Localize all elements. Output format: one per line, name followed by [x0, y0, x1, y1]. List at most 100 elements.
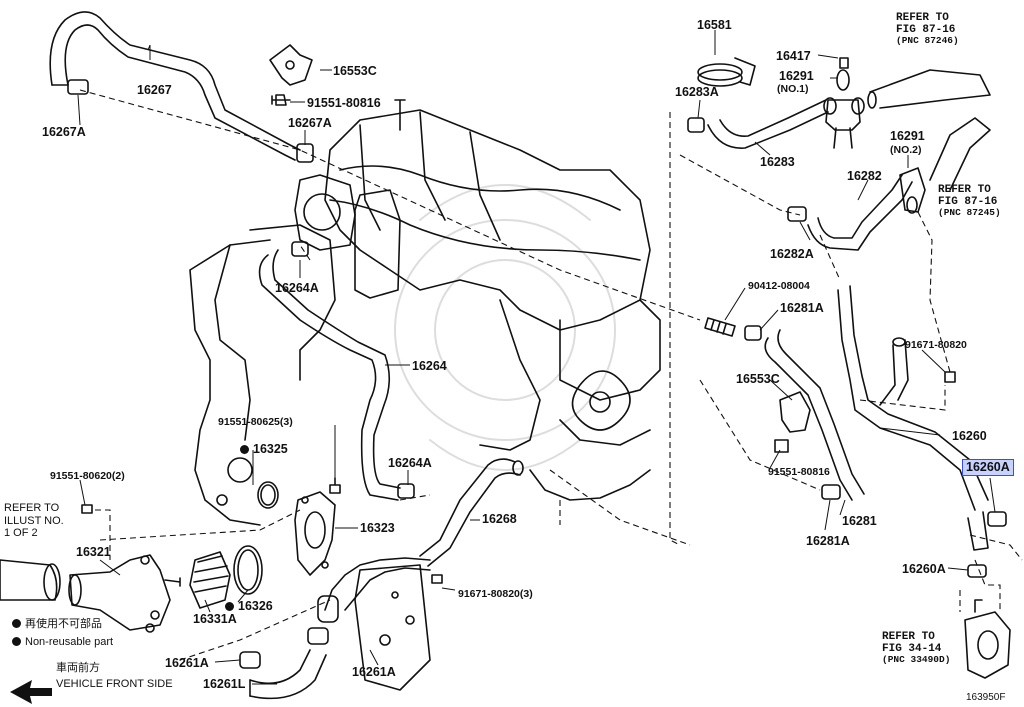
label-16267: 16267: [137, 83, 172, 97]
legend-reuse-jp-text: 再使用不可部品: [25, 618, 102, 630]
non-reusable-marker: [240, 445, 249, 454]
pump-33490D: [964, 599, 1011, 679]
bolt-91671-right: [944, 371, 956, 383]
label-16331A: 16331A: [193, 612, 237, 626]
ref-fig-87-16-top: REFER TO FIG 87-16 (PNC 87246): [896, 12, 959, 47]
label-16291-no1: 16291: [779, 69, 814, 83]
hose-16260: [837, 285, 1007, 578]
ref-pnc: (PNC 87245): [938, 207, 1001, 219]
ref-line1: REFER TO: [938, 184, 991, 196]
label-16291-no2-sub: (NO.2): [890, 144, 922, 156]
label-16417: 16417: [776, 49, 811, 63]
label-16325-text: 16325: [253, 442, 288, 456]
solid-leaders: [77, 30, 996, 685]
hose-16282: [787, 174, 913, 251]
water-inlet-16323: [294, 491, 336, 576]
ref-line1: REFER TO: [896, 12, 949, 24]
label-16261A-left: 16261A: [165, 656, 209, 670]
ref-line3: 1 OF 2: [4, 527, 38, 540]
bracket-plate: [354, 564, 431, 691]
hose-16264: [258, 241, 415, 501]
label-91671-80820-right: 91671-80820: [905, 339, 967, 351]
engine-block: [189, 99, 661, 526]
figure-code: 163950F: [966, 692, 1006, 703]
label-16267A-left: 16267A: [42, 125, 86, 139]
gasket-16325: [257, 481, 279, 509]
dashed-leaders: [79, 89, 1023, 661]
label-16264: 16264: [412, 359, 447, 373]
label-91671-80820-low: 91671-80820(3): [458, 588, 533, 600]
label-16326: 16326: [225, 600, 273, 613]
label-16321: 16321: [76, 545, 111, 559]
union-16291-no2: [899, 167, 926, 214]
clip-16553C-top: [269, 44, 313, 106]
label-16325: 16325: [240, 443, 288, 456]
hose-16281: [764, 329, 865, 501]
legend-reuse-jp: 再使用不可部品: [12, 618, 102, 631]
ref-fig-87-16-mid: REFER TO FIG 87-16 (PNC 87245): [938, 184, 1001, 219]
ref-line1: REFER TO: [4, 502, 60, 514]
legend-dot: [12, 619, 21, 628]
ref-pnc: (PNC 33490D): [882, 654, 951, 666]
label-16553C-top: 16553C: [333, 64, 377, 78]
label-16281A-low: 16281A: [806, 534, 850, 548]
label-16283: 16283: [760, 155, 795, 169]
label-16553C-right: 16553C: [736, 372, 780, 386]
bolts-small: [81, 477, 443, 584]
label-16291-no1-sub: (NO.1): [777, 83, 809, 95]
legend-front-jp: 車両前方: [56, 662, 100, 674]
union-16291-no1: [823, 57, 865, 149]
label-90412-08004: 90412-08004: [748, 280, 810, 292]
label-16268: 16268: [482, 512, 517, 526]
label-16264A-low: 16264A: [388, 456, 432, 470]
legend-front-en: VEHICLE FRONT SIDE: [56, 678, 173, 690]
label-16581: 16581: [697, 18, 732, 32]
ref-line2: FIG 87-16: [896, 24, 956, 37]
label-16261L: 16261L: [203, 677, 246, 691]
label-16282A: 16282A: [770, 247, 814, 261]
thermostat-housing-16321: [0, 554, 171, 633]
label-91551-80816-top: 91551-80816: [307, 96, 381, 110]
front-arrow: [10, 680, 52, 704]
hose-16268: [317, 458, 524, 623]
label-16260: 16260: [952, 429, 987, 443]
label-16283A: 16283A: [675, 85, 719, 99]
watermark-emblem: [394, 184, 616, 471]
label-16291-no2: 16291: [890, 129, 925, 143]
label-16323: 16323: [360, 521, 395, 535]
label-16264A-top: 16264A: [275, 281, 319, 295]
hose-ref-87246: [867, 69, 991, 109]
ref-line2: FIG 87-16: [938, 196, 998, 209]
hose-ref-87245: [929, 117, 991, 191]
gasket-16326: [233, 545, 263, 595]
ref-line1: REFER TO: [882, 631, 935, 643]
legend-reuse-en: Non-reusable part: [12, 636, 113, 649]
label-91551-80625: 91551-80625(3): [218, 416, 293, 428]
hose-16283: [687, 99, 829, 149]
ref-line2: FIG 34-14: [882, 643, 942, 656]
ref-fig-34-14: REFER TO FIG 34-14 (PNC 33490D): [882, 631, 950, 666]
clamp-16581: [697, 57, 756, 87]
hose-16261L: [239, 627, 329, 700]
label-16260A-highlighted[interactable]: 16260A: [962, 459, 1014, 476]
legend-dot: [12, 637, 21, 646]
non-reusable-marker: [225, 602, 234, 611]
ref-line2: ILLUST NO.: [4, 514, 64, 527]
bolt-90412: [704, 317, 762, 341]
clip-16553C-right: [774, 391, 811, 453]
label-91551-80620: 91551-80620(2): [50, 470, 125, 482]
label-16281A-top: 16281A: [780, 301, 824, 315]
label-16282: 16282: [847, 169, 882, 183]
label-16260A-low: 16260A: [902, 562, 946, 576]
hose-16267: [49, 11, 314, 163]
label-16281: 16281: [842, 514, 877, 528]
ref-illust-1-of-2: REFER TO ILLUST NO. 1 OF 2: [4, 502, 64, 540]
label-16267A-mid: 16267A: [288, 116, 332, 130]
label-16261A-right: 16261A: [352, 665, 396, 679]
label-16326-text: 16326: [238, 599, 273, 613]
legend-reuse-en-text: Non-reusable part: [25, 636, 114, 648]
thermostat-16331A: [164, 551, 231, 609]
ref-pnc: (PNC 87246): [896, 35, 959, 47]
